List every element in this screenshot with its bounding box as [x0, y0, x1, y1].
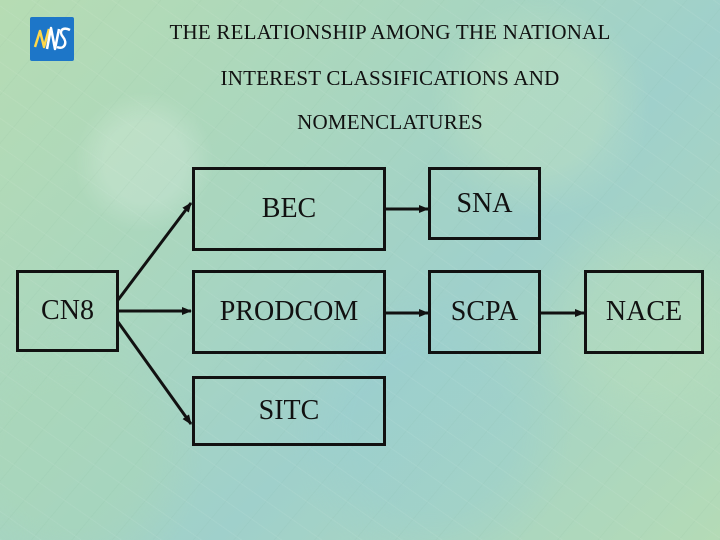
- page-title-line-2: INTEREST CLASSIFICATIONS AND: [220, 66, 560, 90]
- edge-cn8-sitc: [116, 321, 193, 425]
- node-sitc: SITC: [192, 376, 386, 446]
- node-sna: SNA: [428, 167, 541, 240]
- wiis-logo-icon: [30, 17, 74, 61]
- node-scpa: SCPA: [428, 270, 541, 354]
- page-title-line-1: THE RELATIONSHIP AMONG THE NATIONAL: [169, 20, 611, 44]
- page-title-line-3: NOMENCLATURES: [297, 110, 483, 134]
- node-cn8: CN8: [16, 270, 119, 352]
- node-prodcom: PRODCOM: [192, 270, 386, 354]
- node-nace: NACE: [584, 270, 704, 354]
- edge-cn8-bec: [116, 202, 193, 301]
- node-bec: BEC: [192, 167, 386, 251]
